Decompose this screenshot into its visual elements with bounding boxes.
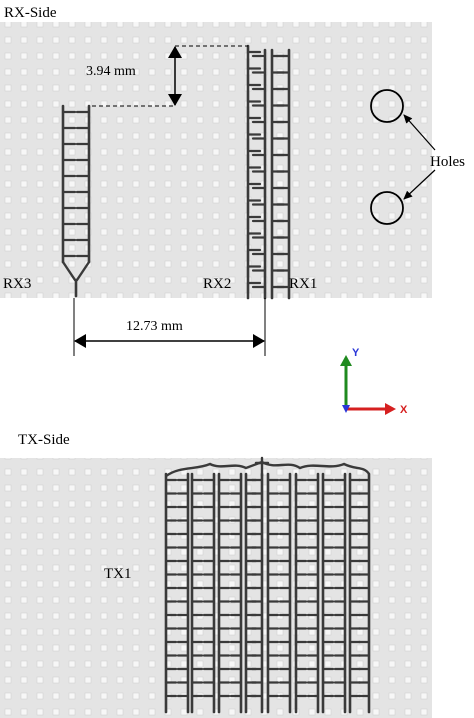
tx1-bus: [165, 460, 371, 478]
tx1-label: TX1: [104, 566, 132, 582]
z-axis-marker: [342, 405, 350, 413]
y-axis-label: Y: [352, 347, 360, 359]
x-axis-label: X: [400, 404, 408, 416]
dim-vertical-label: 3.94 mm: [86, 64, 136, 79]
dim-horizontal-arrowhead-right: [253, 334, 265, 348]
x-axis-arrowhead: [385, 403, 396, 415]
rx3-label: RX3: [3, 276, 31, 292]
rx3-merge: [61, 260, 77, 282]
y-axis-arrowhead: [340, 355, 352, 366]
tx-traces: [164, 456, 371, 714]
rx2-label: RX2: [203, 276, 231, 292]
rx3-merge: [75, 260, 91, 282]
rx1-label: RX1: [289, 276, 317, 292]
hole-top: [370, 89, 404, 123]
hole-pointer-top: [403, 114, 436, 151]
holes-label: Holes: [430, 154, 465, 170]
tx-side-title: TX-Side: [18, 432, 70, 448]
dim-horizontal-label: 12.73 mm: [126, 319, 183, 334]
axis-triad: Y X: [340, 347, 408, 416]
rx-side-title: RX-Side: [4, 5, 57, 21]
dim-vertical-arrowhead-top: [168, 46, 182, 58]
hole-pointer-bottom: [403, 169, 436, 200]
dim-vertical-arrowhead-bottom: [168, 94, 182, 106]
hole-bottom: [370, 191, 404, 225]
dim-horizontal-arrowhead-left: [74, 334, 86, 348]
rx-traces: [61, 44, 291, 300]
